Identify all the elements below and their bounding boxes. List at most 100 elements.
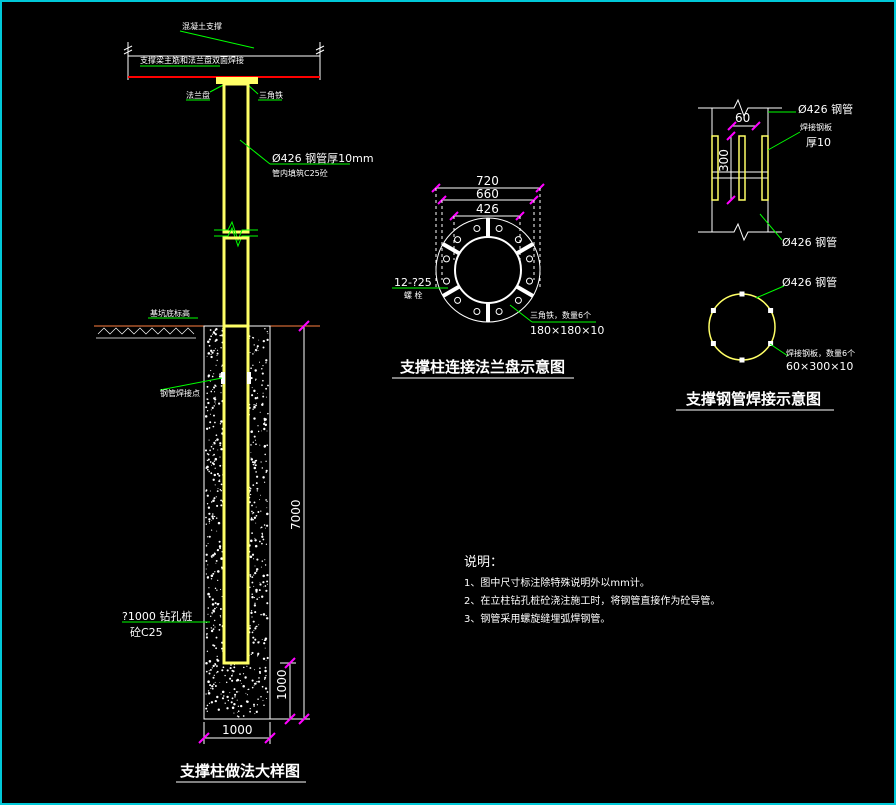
- concrete-dot: [212, 455, 214, 457]
- concrete-dot: [216, 349, 219, 351]
- concrete-dot: [252, 337, 255, 339]
- concrete-dot: [255, 588, 258, 592]
- concrete-dot: [264, 676, 267, 679]
- concrete-dot: [254, 669, 256, 671]
- concrete-dot: [260, 526, 263, 529]
- concrete-dot: [217, 659, 220, 662]
- concrete-dot: [222, 666, 225, 669]
- concrete-dot: [210, 445, 213, 448]
- bolt-hole: [495, 308, 503, 315]
- concrete-dot: [264, 585, 267, 587]
- concrete-dot: [207, 690, 210, 692]
- concrete-dot: [254, 611, 257, 614]
- label-bolts-2: 螺 栓: [404, 290, 423, 300]
- concrete-dot: [236, 699, 238, 701]
- concrete-dot: [250, 457, 252, 459]
- concrete-dot: [233, 712, 235, 714]
- concrete-dot: [253, 685, 255, 687]
- concrete-dot: [215, 440, 217, 442]
- concrete-dot: [208, 587, 210, 589]
- concrete-dot: [253, 461, 256, 464]
- concrete-dot: [261, 685, 264, 688]
- concrete-dot: [263, 586, 265, 588]
- concrete-dot: [266, 330, 268, 333]
- flange-stiffeners: [441, 218, 535, 322]
- weld-plate-tabs: [710, 291, 774, 363]
- concrete-dot: [210, 355, 213, 359]
- concrete-dot: [254, 627, 257, 630]
- concrete-dot: [261, 368, 263, 370]
- concrete-dot: [207, 401, 210, 405]
- label-concrete-support: 混凝土支撑: [182, 21, 222, 31]
- concrete-dot: [218, 545, 222, 548]
- label-pipe-fill: 管内填筑C25砼: [272, 168, 328, 178]
- concrete-dot: [205, 523, 207, 525]
- label-beam-weld: 支撑梁主筋和法兰盘双面焊接: [140, 55, 244, 65]
- dim-1000-horizontal: 1000: [222, 723, 253, 737]
- concrete-dot: [211, 515, 214, 518]
- concrete-dot: [258, 641, 260, 643]
- concrete-dot: [261, 639, 263, 640]
- label-weld-plate: 焊接钢板: [800, 122, 832, 132]
- concrete-dot: [212, 513, 214, 515]
- concrete-dot: [213, 497, 216, 500]
- concrete-dot: [210, 629, 214, 633]
- concrete-dot: [217, 708, 220, 711]
- concrete-dot: [263, 524, 266, 526]
- concrete-dot: [209, 615, 212, 618]
- concrete-dot: [205, 636, 209, 639]
- steel-pipe-upper: [222, 82, 250, 234]
- concrete-dot: [229, 677, 232, 680]
- label-pile-concrete: 砼C25: [130, 626, 163, 639]
- concrete-dot: [258, 624, 260, 626]
- dim-426: 426: [476, 202, 499, 216]
- concrete-dot: [215, 338, 218, 342]
- concrete-dot: [209, 461, 212, 463]
- concrete-dot: [207, 459, 209, 462]
- concrete-dot: [254, 439, 256, 441]
- concrete-dot: [249, 625, 251, 627]
- concrete-dot: [208, 702, 211, 704]
- bolt-hole: [514, 296, 522, 304]
- concrete-dot: [212, 683, 215, 686]
- concrete-dot: [217, 449, 219, 451]
- concrete-dot: [209, 449, 211, 452]
- concrete-dot: [220, 499, 222, 502]
- concrete-dot: [264, 639, 267, 642]
- concrete-dot: [262, 700, 264, 701]
- concrete-dot: [253, 629, 255, 631]
- concrete-dot: [221, 690, 225, 694]
- concrete-dot: [256, 710, 258, 712]
- concrete-dot: [216, 530, 218, 532]
- concrete-dot: [221, 697, 225, 700]
- concrete-dot: [207, 680, 210, 683]
- concrete-dot: [213, 373, 215, 375]
- dim-720: 720: [476, 174, 499, 188]
- concrete-dot: [261, 595, 264, 598]
- concrete-dot: [218, 474, 221, 477]
- concrete-dot: [214, 699, 217, 703]
- concrete-dot: [256, 487, 259, 490]
- concrete-dot: [214, 333, 217, 336]
- title-flange: 支撑柱连接法兰盘示意图: [399, 358, 565, 376]
- concrete-dot: [234, 696, 236, 698]
- concrete-dot: [249, 487, 252, 490]
- support-column-detail: 混凝土支撑 支撑梁主筋和法兰盘双面焊接 法兰盘 三角铁 Ø426 钢管厚10mm…: [94, 21, 374, 783]
- concrete-dot: [219, 444, 221, 447]
- concrete-dot: [252, 641, 255, 644]
- concrete-dot: [261, 560, 264, 562]
- concrete-dot: [252, 484, 255, 486]
- concrete-dot: [252, 364, 254, 366]
- concrete-dot: [254, 349, 257, 351]
- concrete-dot: [251, 513, 253, 515]
- concrete-dot: [221, 551, 223, 553]
- concrete-dot: [210, 501, 213, 503]
- concrete-dot: [249, 493, 252, 496]
- concrete-dot: [210, 354, 212, 356]
- concrete-dot: [256, 655, 259, 657]
- concrete-dot: [212, 572, 215, 575]
- concrete-dot: [265, 396, 267, 398]
- concrete-dot: [263, 642, 266, 645]
- concrete-dot: [219, 489, 221, 491]
- concrete-dot: [261, 467, 264, 469]
